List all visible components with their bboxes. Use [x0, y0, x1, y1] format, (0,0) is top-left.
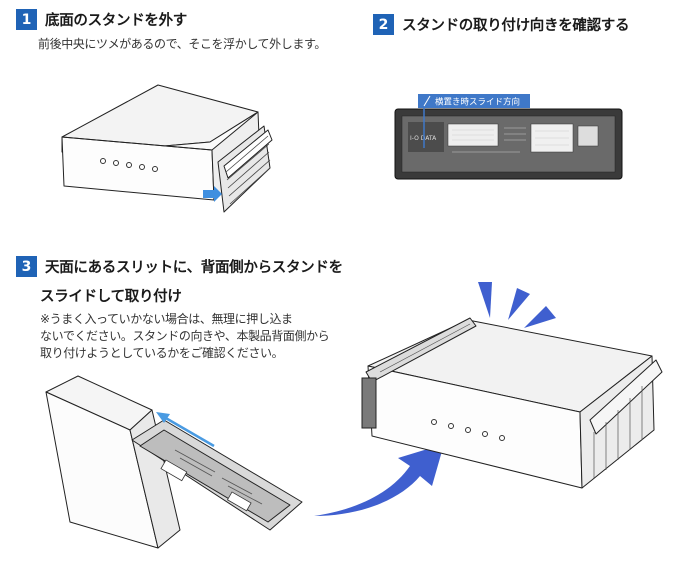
step-1-header: 1 底面のスタンドを外す	[16, 9, 187, 30]
step-1-title: 底面のスタンドを外す	[45, 13, 187, 29]
step-3-note-line2: ないでください。スタンドの向きや、本製品背面側から	[40, 329, 330, 343]
slide-left-arrow-icon	[156, 412, 170, 423]
step-2-number: 2	[373, 14, 394, 35]
step-3-title-line2: スライドして取り付け	[40, 289, 182, 305]
step-2-header: 2 スタンドの取り付け向きを確認する	[373, 14, 630, 35]
slide-direction-tag: 横置き時スライド方向	[435, 97, 520, 108]
emphasis-mark-icon	[508, 288, 530, 320]
step-1-description: 前後中央にツメがあるので、そこを浮かして外します。	[38, 37, 326, 51]
slide-arrow-icon	[203, 186, 222, 202]
step-3-title-line1: 天面にあるスリットに、背面側からスタンドを	[45, 260, 343, 276]
step-3-note-line1: ※うまく入っていかない場合は、無理に押し込ま	[40, 312, 293, 326]
step-1-number: 1	[16, 9, 37, 30]
step-3-note-line3: 取り付けようとしているかをご確認ください。	[40, 346, 284, 360]
emphasis-mark-icon	[524, 306, 556, 328]
emphasis-mark-icon	[478, 282, 492, 318]
step-3-header: 3 天面にあるスリットに、背面側からスタンドを	[16, 256, 343, 277]
step-3-number: 3	[16, 256, 37, 277]
step-2-title: スタンドの取り付け向きを確認する	[402, 18, 630, 34]
